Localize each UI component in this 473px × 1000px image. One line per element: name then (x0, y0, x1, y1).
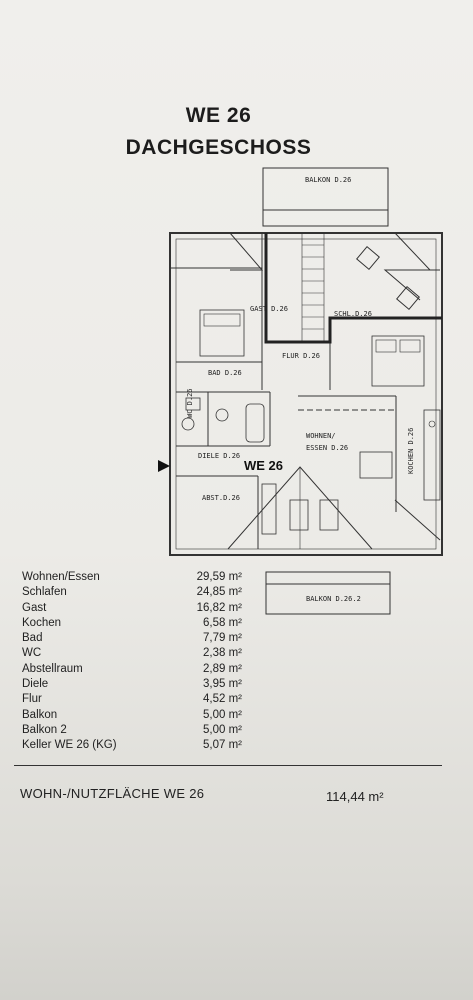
floor-plan: BALKON D.26 GAST D.26 SCHL.D.26 BAD D.26… (158, 167, 443, 615)
balcony-top (262, 167, 389, 227)
label-balkon2: BALKON D.26.2 (306, 595, 361, 603)
unit-title: WE 26 (185, 104, 252, 127)
label-abst: ABST.D.26 (202, 494, 240, 502)
label-wohnen-1: WOHNEN/ (306, 432, 336, 440)
label-balkon: BALKON D.26 (305, 176, 351, 184)
label-unit: WE 26 (244, 458, 283, 473)
floor-title: DACHGESCHOSS (125, 136, 312, 159)
label-schlafen: SCHL.D.26 (334, 310, 372, 318)
label-bad: BAD D.26 (208, 369, 242, 377)
label-wc: WC D.26 (186, 388, 194, 418)
label-wohnen-2: ESSEN D.26 (306, 444, 348, 452)
divider (14, 765, 442, 766)
label-flur: FLUR D.26 (282, 352, 320, 360)
label-kochen: KOCHEN D.26 (407, 428, 415, 474)
balcony-bottom (265, 571, 391, 615)
label-diele: DIELE D.26 (198, 452, 240, 460)
total-label: WOHN-/NUTZFLÄCHE WE 26 (20, 786, 205, 801)
label-gast: GAST D.26 (250, 305, 288, 313)
entrance-arrow-icon (158, 460, 170, 472)
outer-wall (169, 232, 443, 556)
total-value: 114,44 m² (326, 789, 384, 804)
area-row: Keller WE 26 (KG)5,07 m² (22, 739, 242, 752)
